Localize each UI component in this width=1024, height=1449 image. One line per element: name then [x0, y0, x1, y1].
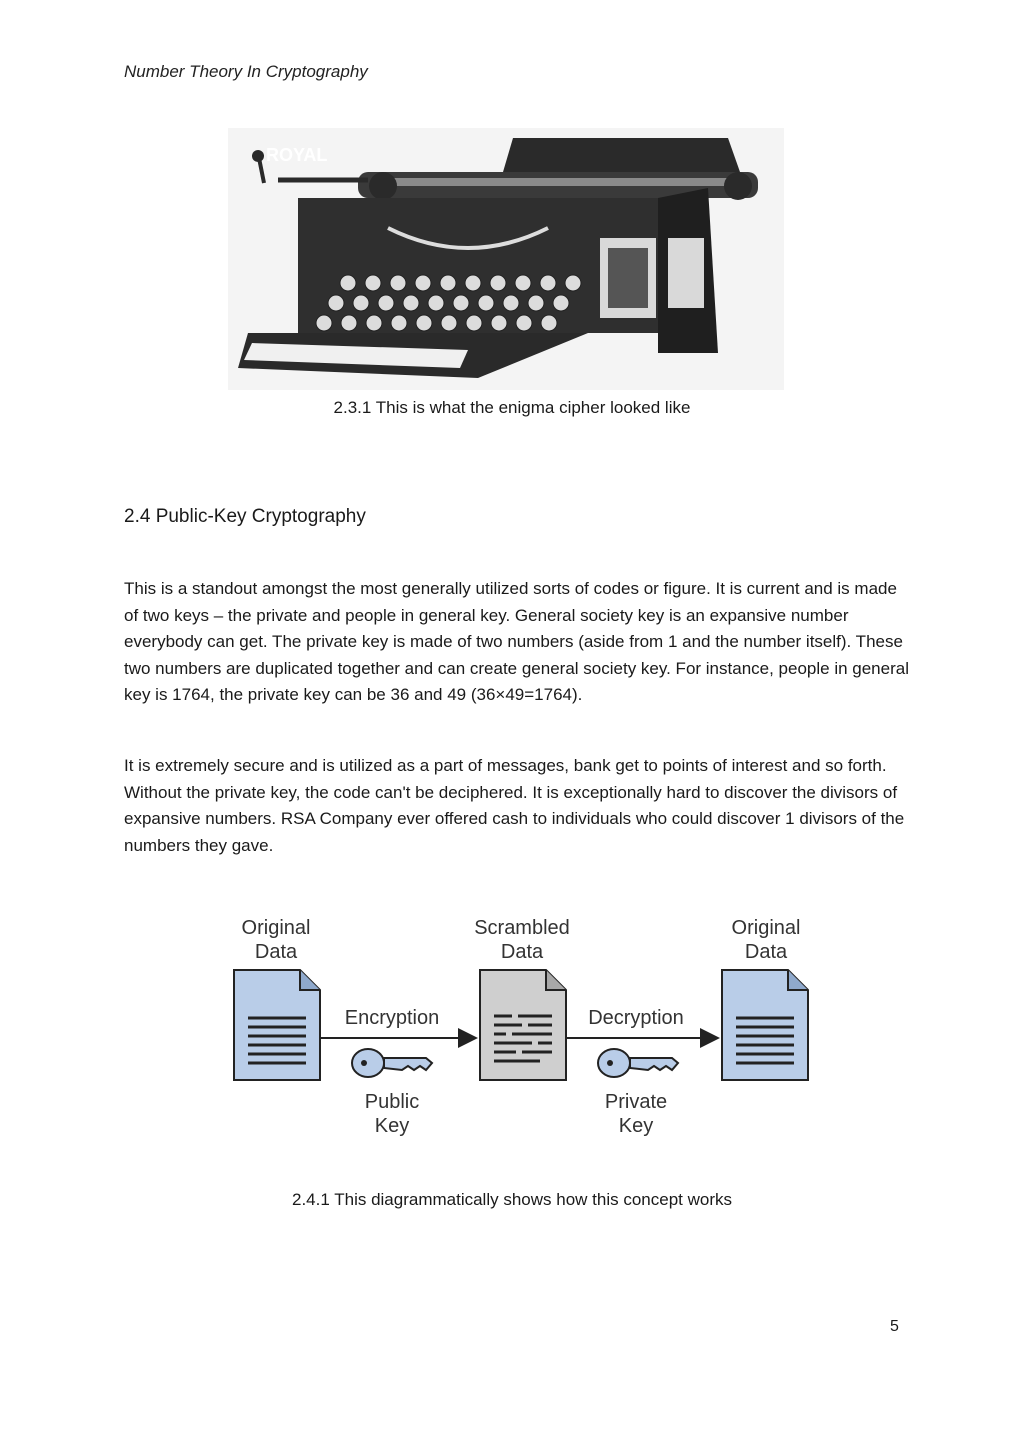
decryption-label: Decryption	[588, 1007, 684, 1029]
right-doc-label-2: Data	[745, 941, 788, 963]
public-key-label-1: Public	[365, 1091, 419, 1113]
typewriter-illustration: ROYAL	[228, 128, 784, 390]
figure-caption-2: 2.4.1 This diagrammatically shows how th…	[292, 1190, 732, 1209]
key-row-3	[315, 314, 558, 332]
encryption-label: Encryption	[345, 1007, 440, 1029]
left-doc-label-1: Original	[242, 917, 311, 939]
private-key-icon	[597, 1048, 680, 1078]
key-row-1	[339, 274, 582, 292]
running-header: Number Theory In Cryptography	[124, 62, 368, 81]
key-row-2	[327, 294, 570, 312]
scrambled-document-icon	[479, 969, 567, 1081]
page-number: 5	[890, 1318, 899, 1335]
private-key-label-2: Key	[619, 1115, 653, 1137]
paragraph-2: It is extremely secure and is utilized a…	[124, 756, 905, 855]
section-heading: 2.4 Public-Key Cryptography	[124, 506, 366, 527]
decrypted-document-icon	[721, 969, 809, 1081]
public-key-label-2: Key	[375, 1115, 409, 1137]
middle-doc-label-2: Data	[501, 941, 544, 963]
original-document-icon	[233, 969, 321, 1081]
right-doc-label-1: Original	[732, 917, 801, 939]
paragraph-1: This is a standout amongst the most gene…	[124, 579, 909, 704]
private-key-label-1: Private	[605, 1091, 667, 1113]
middle-doc-label-1: Scrambled	[474, 917, 570, 939]
figure-caption-1: 2.3.1 This is what the enigma cipher loo…	[333, 398, 691, 417]
left-doc-label-2: Data	[255, 941, 298, 963]
public-key-icon	[351, 1048, 434, 1078]
public-key-diagram: Original Data Scrambled Data Original Da…	[233, 917, 809, 1137]
brand-lettering: ROYAL	[266, 145, 327, 165]
